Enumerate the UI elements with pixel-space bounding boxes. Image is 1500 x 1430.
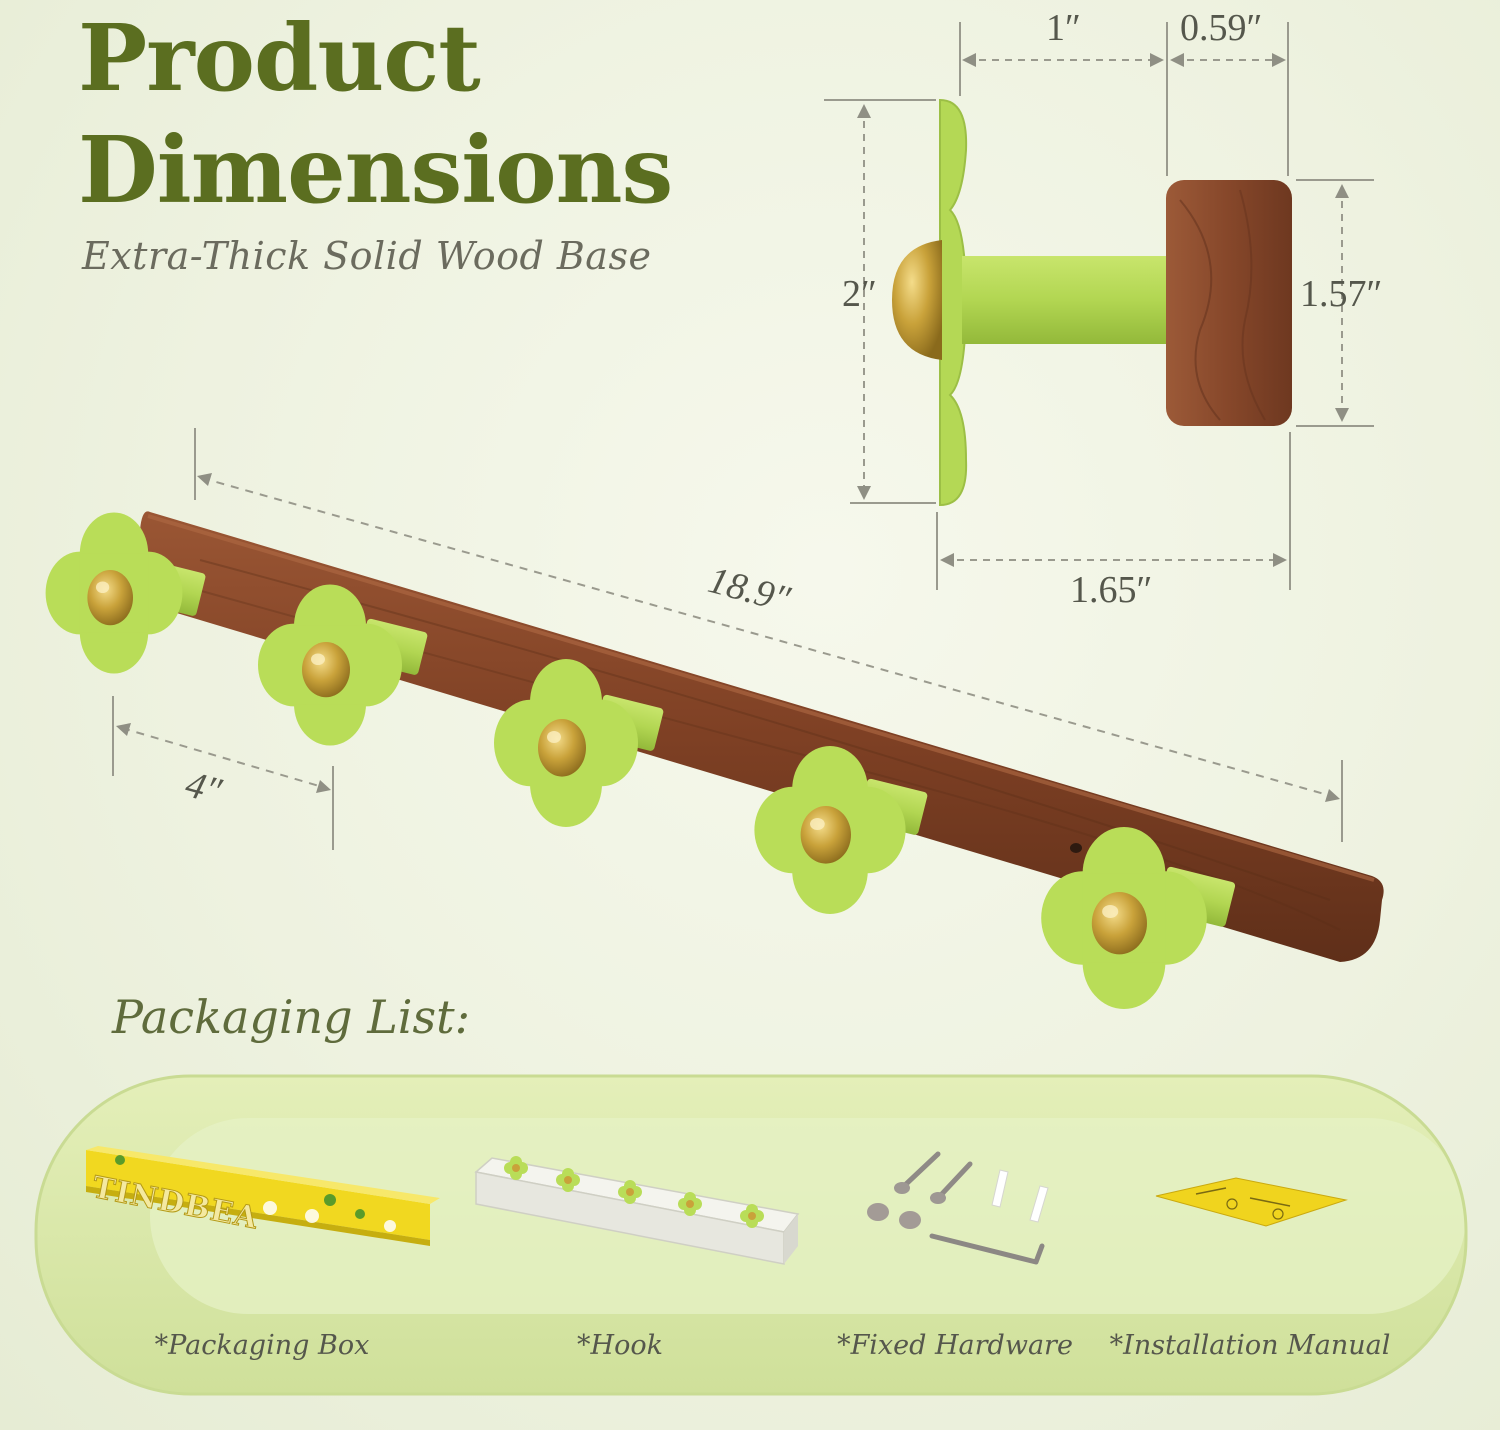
- side-dimension-lines: [824, 22, 1374, 590]
- label-hook: *Hook: [577, 1330, 663, 1361]
- green-peg: [962, 256, 1172, 344]
- side-view-hook: [892, 98, 1292, 507]
- hook-in-tray: [474, 1156, 800, 1265]
- rack-dimension-lines: [112, 428, 1343, 850]
- coat-rack: [45, 511, 1384, 1009]
- installation-manual: [1155, 1177, 1348, 1227]
- fixed-hardware: [867, 1151, 1049, 1265]
- dim-wood-diameter: 1.57″: [1300, 273, 1383, 315]
- label-fixed-hardware: *Fixed Hardware: [837, 1330, 1073, 1361]
- label-installation-manual: *Installation Manual: [1109, 1330, 1391, 1361]
- title-line-1: Product: [78, 4, 481, 112]
- mounting-hole: [1070, 843, 1082, 853]
- rack-dimension-arrows: [116, 473, 1340, 802]
- label-packaging-box: *Packaging Box: [154, 1330, 370, 1361]
- brass-knob: [892, 240, 942, 360]
- dim-wood-thickness: 0.59″: [1180, 7, 1263, 49]
- page-title: Product Dimensions: [78, 2, 673, 226]
- wood-base-disc: [1166, 180, 1292, 426]
- dim-plate-height: 2″: [842, 273, 877, 315]
- subtitle: Extra-Thick Solid Wood Base: [82, 234, 652, 278]
- packaging-box: [86, 1146, 440, 1246]
- title-line-2: Dimensions: [78, 116, 673, 224]
- dim-plate-width: 1″: [1046, 7, 1081, 49]
- dim-hook-depth: 1.65″: [1070, 569, 1153, 611]
- packaging-list-title: Packaging List:: [112, 990, 471, 1044]
- side-dimension-arrows: [857, 53, 1349, 567]
